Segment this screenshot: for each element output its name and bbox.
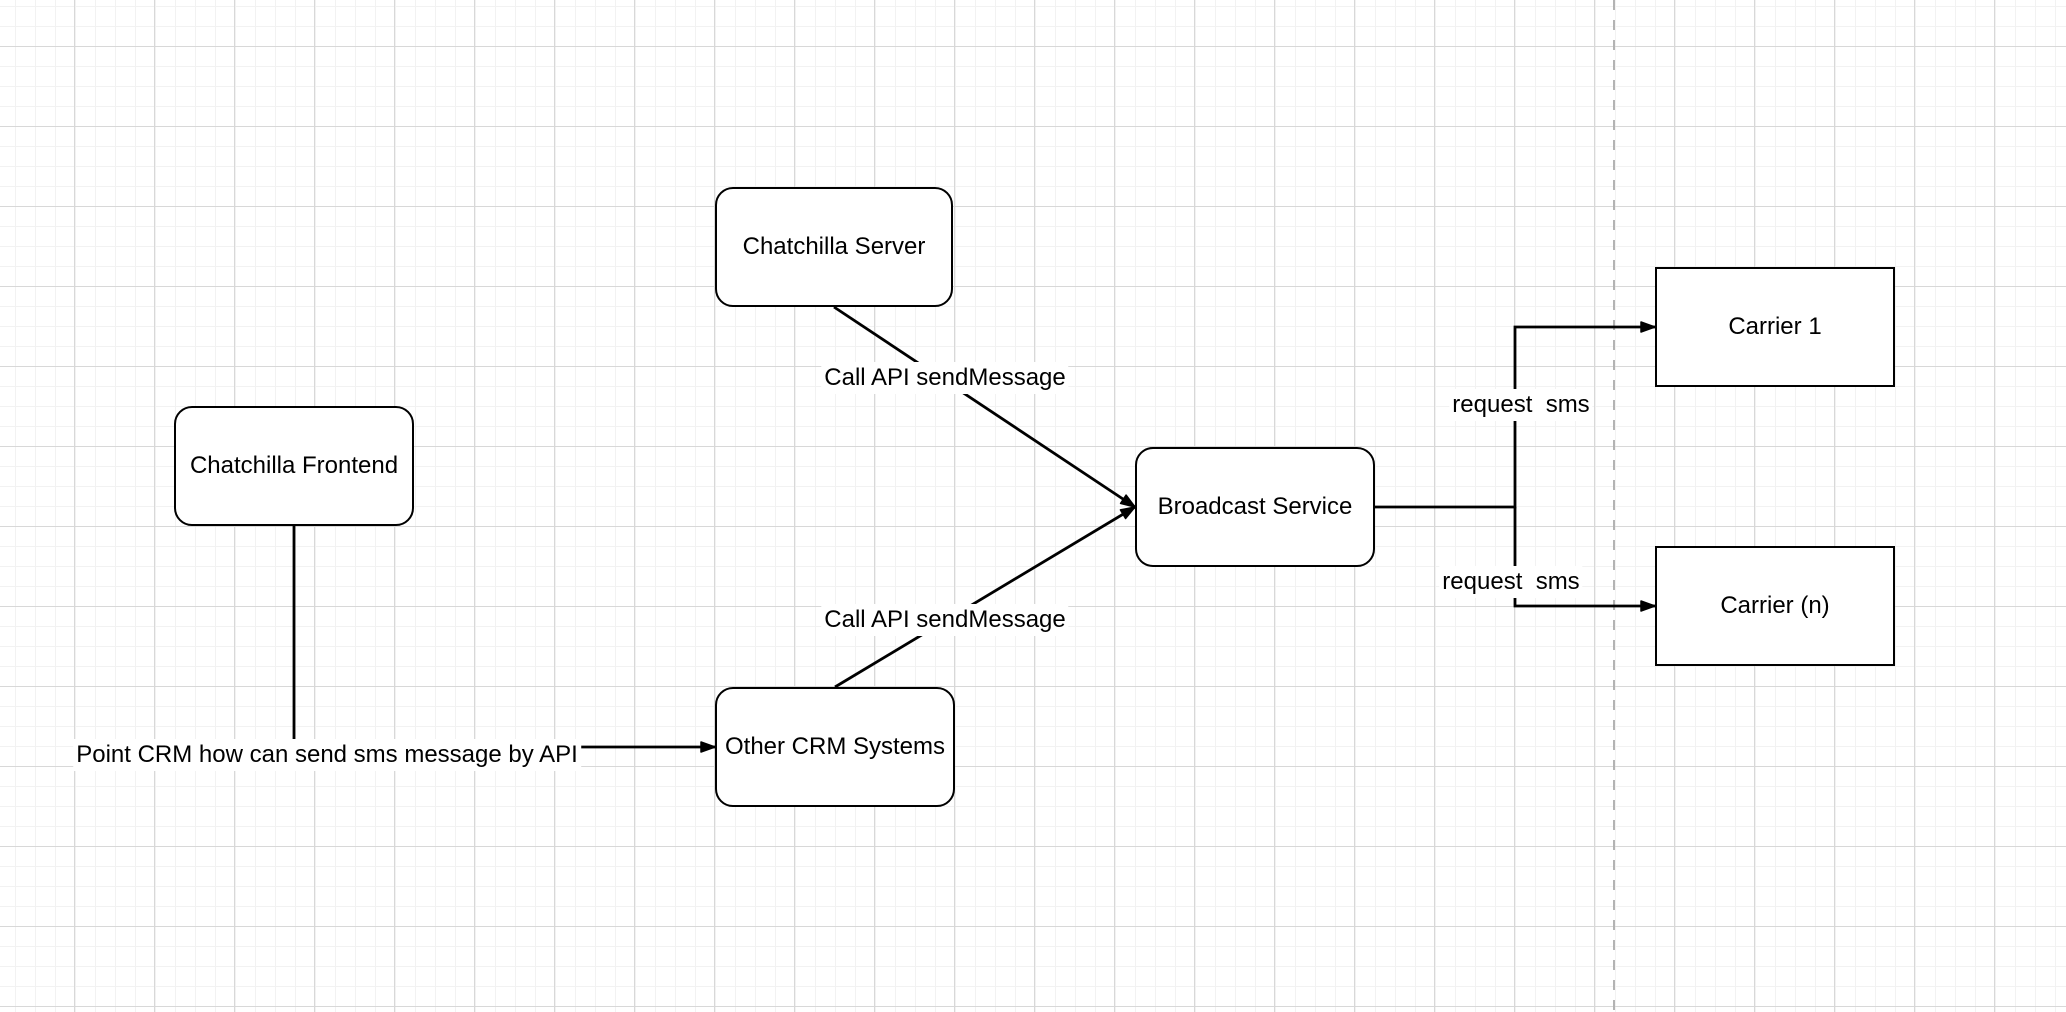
node-label: Broadcast Service (1157, 492, 1353, 520)
node-chatchilla-frontend[interactable]: Chatchilla Frontend (174, 406, 414, 526)
edge-label-call-api-sendmessage-top[interactable]: Call API sendMessage (821, 362, 1069, 394)
edge-crm-to-broadcast[interactable] (834, 505, 1136, 689)
node-carrier-1[interactable]: Carrier 1 (1655, 267, 1895, 387)
edge-frontend-to-crm[interactable] (292, 526, 716, 753)
node-label: Carrier (n) (1720, 591, 1830, 619)
node-label: Other CRM Systems (724, 732, 946, 760)
node-label: Chatchilla Frontend (189, 451, 399, 479)
edge-label-request-sms-bottom[interactable]: request sms (1439, 566, 1583, 598)
edge-server-to-broadcast[interactable] (833, 305, 1136, 509)
node-chatchilla-server[interactable]: Chatchilla Server (715, 187, 953, 307)
node-other-crm-systems[interactable]: Other CRM Systems (715, 687, 955, 807)
edge-label-request-sms-top[interactable]: request sms (1449, 389, 1593, 421)
node-broadcast-service[interactable]: Broadcast Service (1135, 447, 1375, 567)
edge-label-call-api-sendmessage-bottom[interactable]: Call API sendMessage (821, 604, 1069, 636)
node-carrier-n[interactable]: Carrier (n) (1655, 546, 1895, 666)
edge-label-point-crm-api[interactable]: Point CRM how can send sms message by AP… (73, 739, 581, 771)
node-label: Carrier 1 (1728, 312, 1822, 340)
node-label: Chatchilla Server (742, 232, 926, 260)
edge-broadcast-to-carrier-n[interactable] (1513, 507, 1656, 612)
